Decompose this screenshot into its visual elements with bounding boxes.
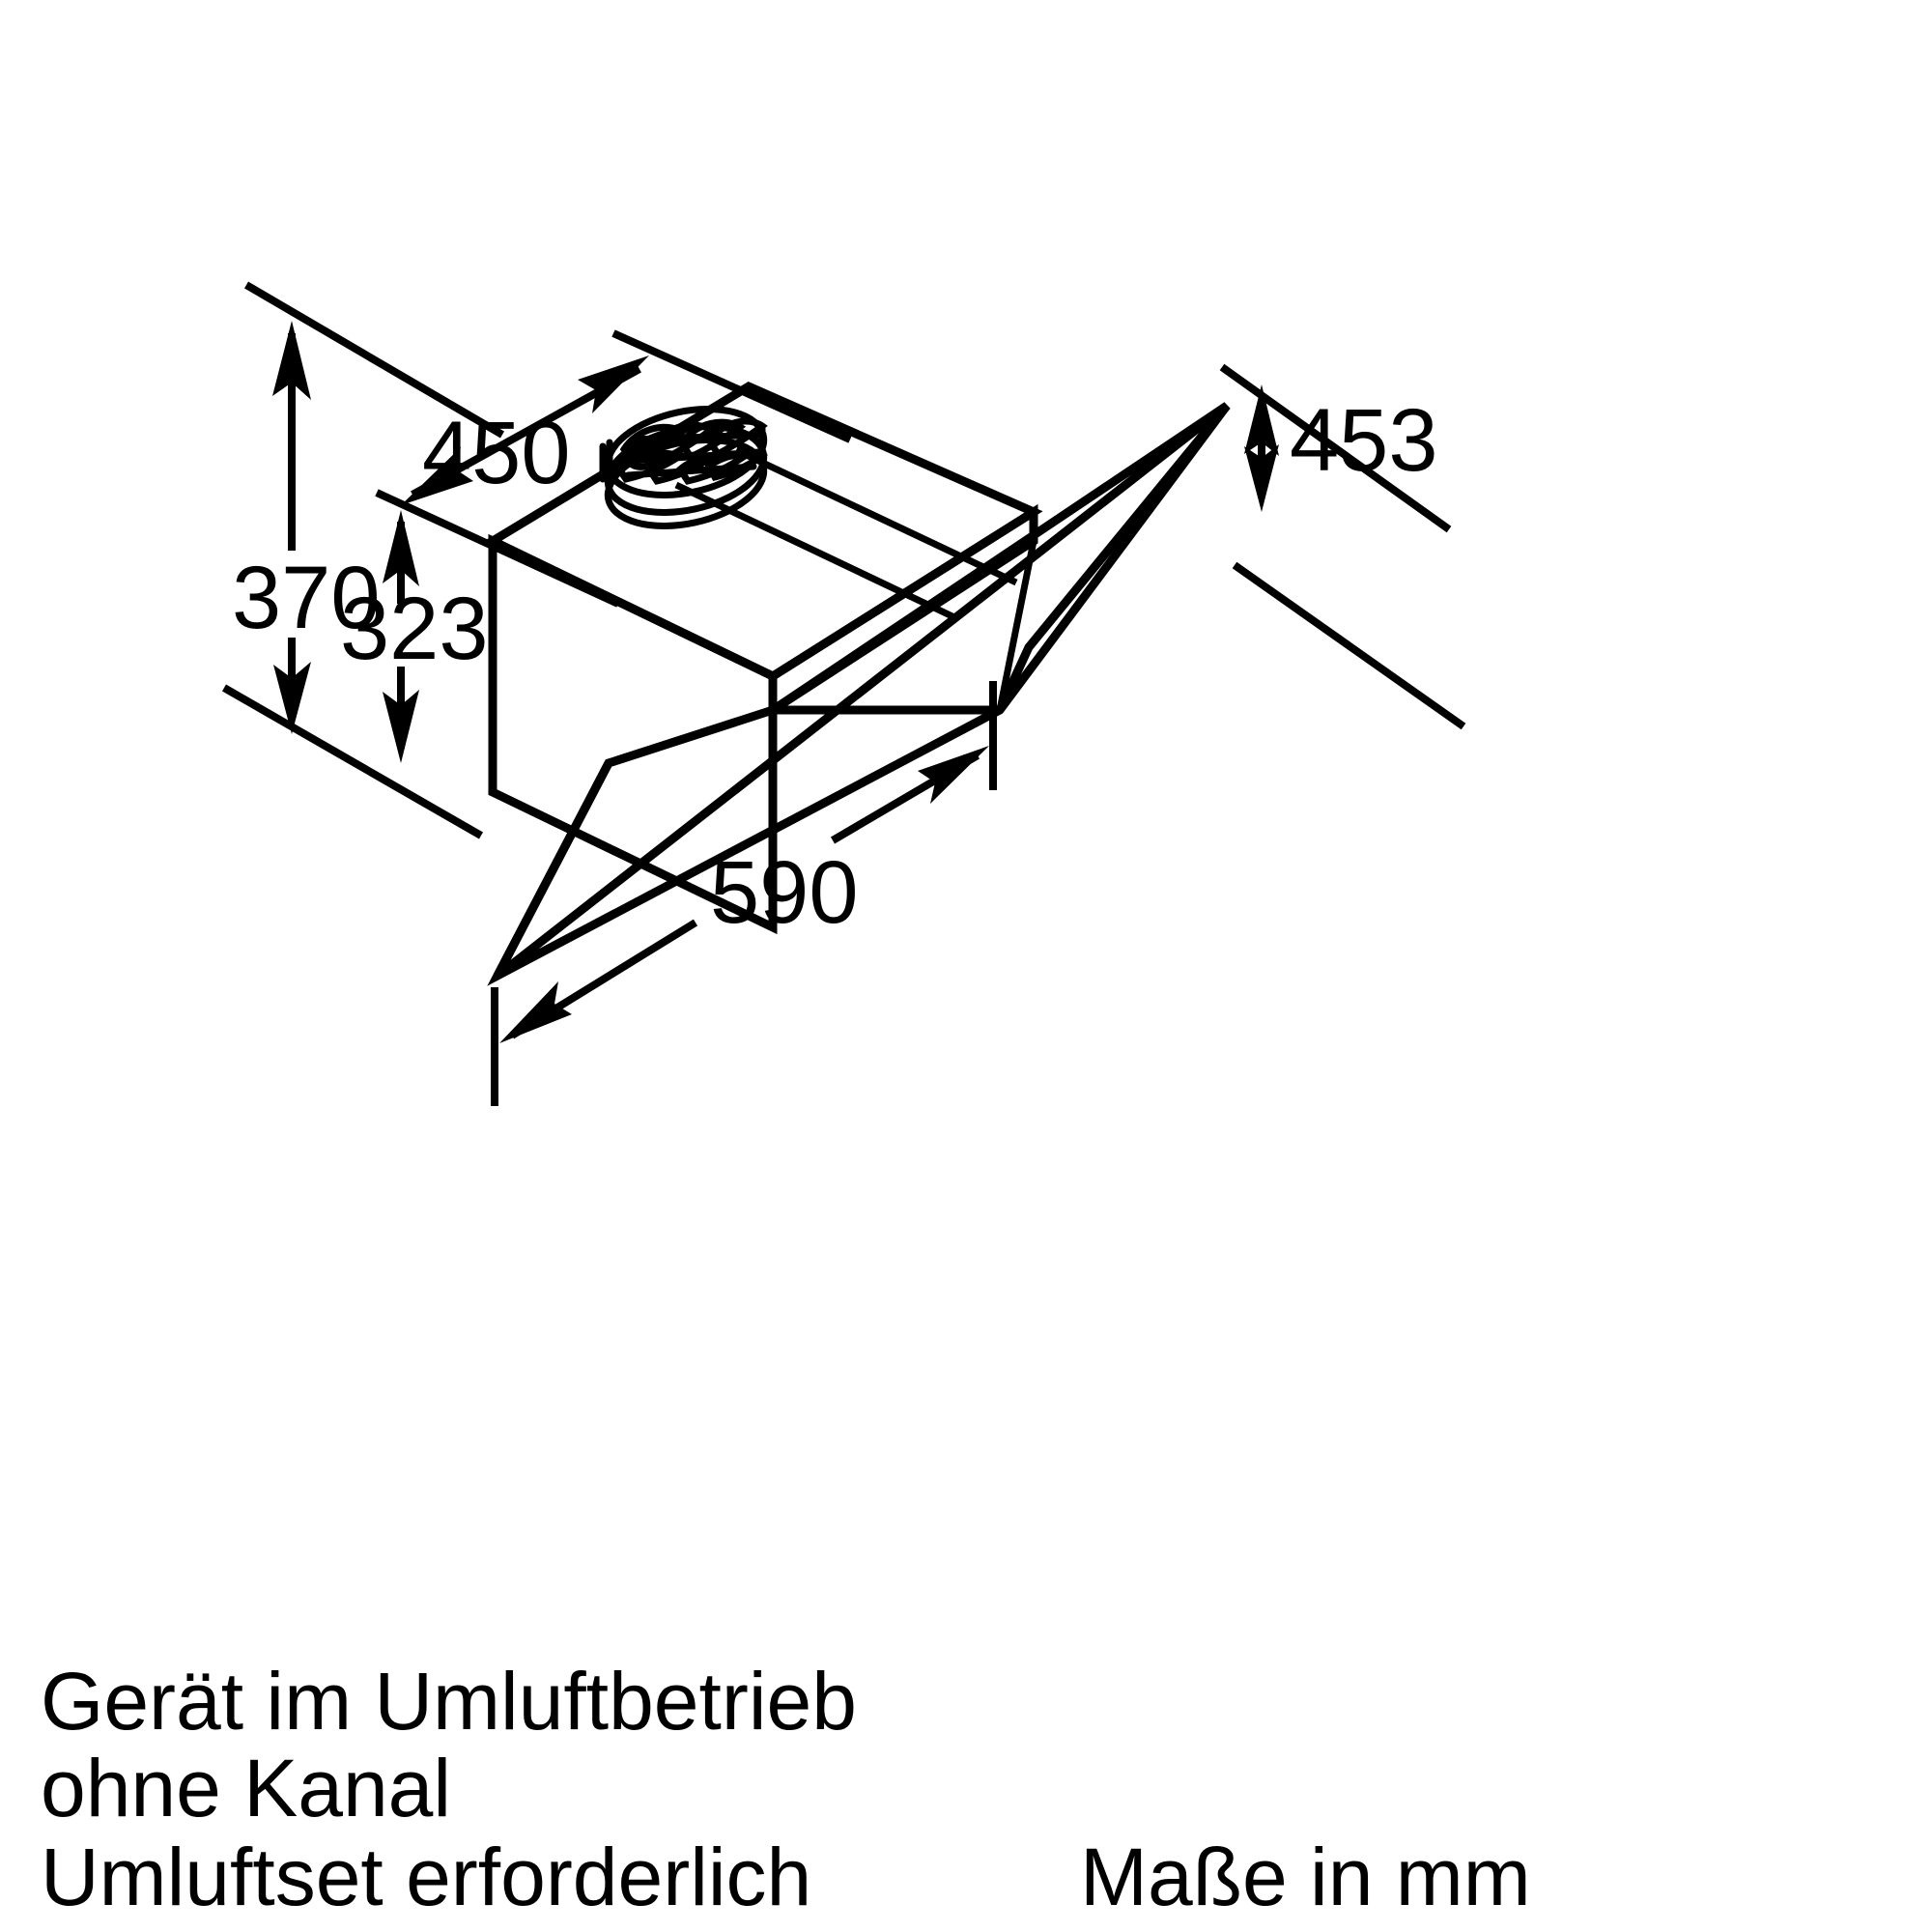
dimension-590-label: 590 [710, 843, 859, 942]
units-note: Maße in mm [1080, 1832, 1531, 1922]
dimension-453-arrowhead-bottom [1244, 444, 1279, 512]
glass-panel-lower-left [494, 760, 612, 979]
housing-left-face [488, 533, 778, 935]
note-line-3: Umluftset erforderlich [41, 1832, 811, 1922]
dimension-370-lower-extension [222, 684, 483, 839]
glass-panel-diagonal [495, 402, 1230, 980]
housing-right-edge [996, 540, 1037, 711]
dimension-370-arrowhead-bottom [273, 662, 311, 734]
dimension-450-upper-extension [611, 329, 852, 443]
dimension-453-label: 453 [1290, 391, 1438, 490]
glass-panel-left-edge [607, 706, 775, 767]
dimension-450-label: 450 [422, 404, 571, 502]
dimension-323: 323 [340, 510, 489, 763]
dimension-453: 453 [1219, 363, 1466, 730]
dimension-370: 370 [222, 281, 505, 839]
dimension-450-arrowhead-upper [578, 355, 649, 413]
dimension-590: 590 [491, 681, 997, 1106]
dimension-590-arrowhead-left [499, 981, 572, 1043]
housing-top-seam [674, 481, 958, 622]
dimension-453-lower-extension [1232, 561, 1466, 730]
recirculation-note: Gerät im Umluftbetrieb ohne Kanal Umluft… [41, 1656, 857, 1922]
air-outlet-grille [599, 406, 769, 529]
note-line-1: Gerät im Umluftbetrieb [41, 1656, 857, 1747]
dimension-590-arrowhead-right [918, 746, 989, 804]
dimension-450: 450 [375, 329, 852, 608]
housing-top-seam-2 [734, 446, 1018, 586]
glass-panel-top-fold [995, 403, 1231, 712]
hood-housing [483, 381, 1231, 986]
dimension-453-arrowhead-top [1244, 384, 1279, 456]
dimension-323-label: 323 [340, 580, 489, 678]
note-line-2: ohne Kanal [41, 1743, 451, 1833]
outlet-grille-blades [613, 417, 769, 485]
dimension-370-upper-extension [243, 281, 505, 439]
dimension-450-arrowhead-lower [401, 447, 473, 505]
dimension-370-arrowhead-top [272, 321, 311, 400]
dimension-323-arrowhead-bottom [383, 690, 419, 763]
dimension-370-label: 370 [232, 549, 381, 647]
dimension-323-arrowhead-top [383, 510, 419, 586]
dimension-450-lower-extension [375, 489, 620, 608]
